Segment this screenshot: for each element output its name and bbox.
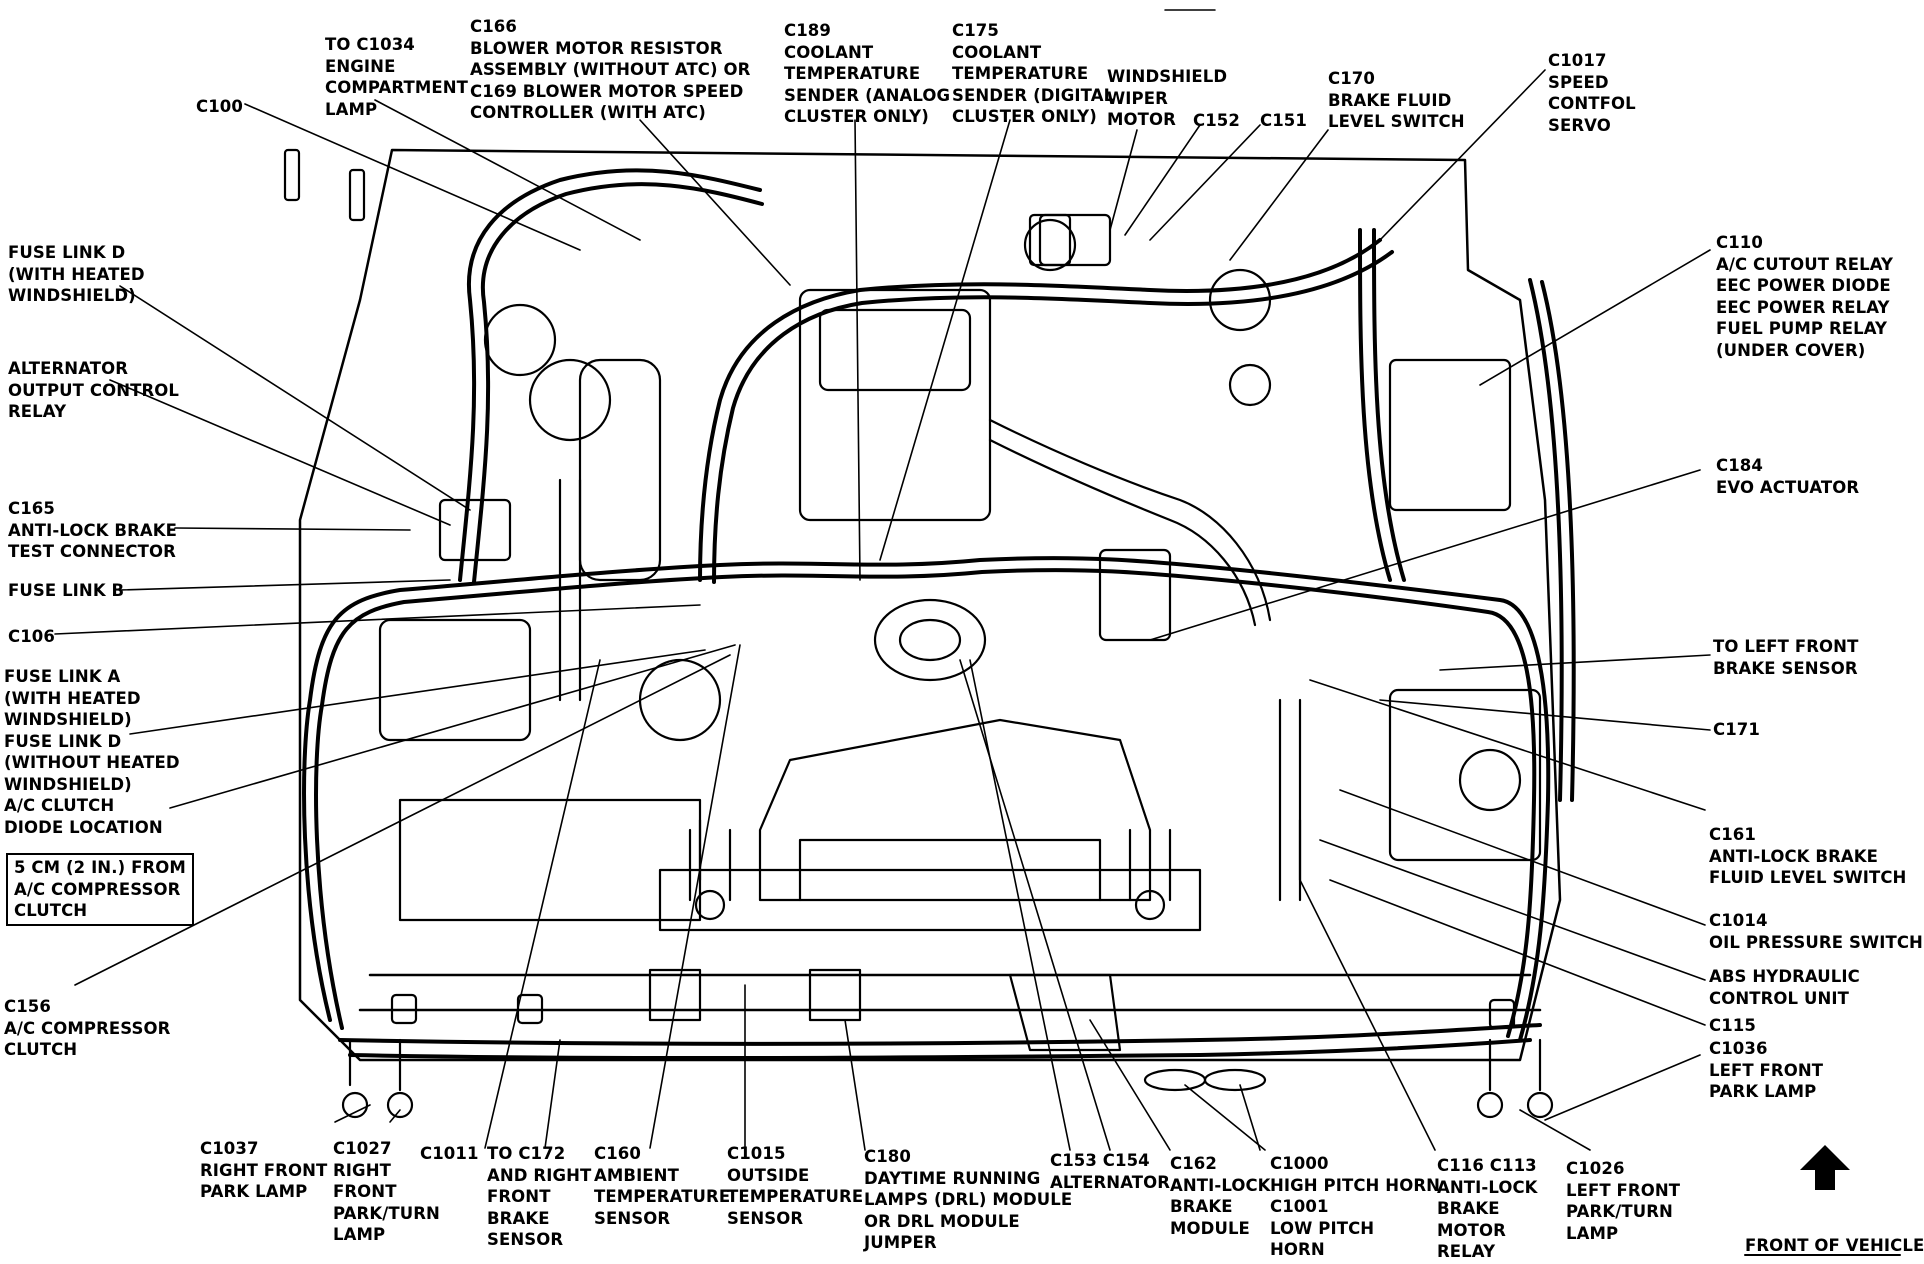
label-c1037: C1037 RIGHT FRONT PARK LAMP: [200, 1139, 328, 1201]
label-abs-hydraulic-control-unit: ABS HYDRAULIC CONTROL UNIT: [1709, 967, 1860, 1008]
label-c1026: C1026 LEFT FRONT PARK/TURN LAMP: [1566, 1159, 1681, 1243]
engine-components: [378, 213, 1542, 1092]
label-c1027: C1027 RIGHT FRONT PARK/TURN LAMP: [333, 1139, 440, 1244]
label-fuse-link-a: FUSE LINK A (WITH HEATED WINDSHIELD) FUS…: [4, 667, 180, 837]
label-c115: C115: [1709, 1016, 1756, 1035]
label-windshield-wiper-motor: WINDSHIELD WIPER MOTOR: [1107, 67, 1228, 129]
label-c170: C170 BRAKE FLUID LEVEL SWITCH: [1328, 69, 1465, 131]
label-c156: C156 A/C COMPRESSOR CLUTCH: [4, 997, 171, 1059]
label-c1000: C1000 HIGH PITCH HORN C1001 LOW PITCH HO…: [1270, 1154, 1441, 1259]
label-fuse-link-b: FUSE LINK B: [8, 581, 125, 600]
boxed-note: 5 CM (2 IN.) FROM A/C COMPRESSOR CLUTCH: [6, 853, 194, 926]
label-c1015: C1015 OUTSIDE TEMPERATURE SENSOR: [727, 1144, 864, 1228]
label-c161: C161 ANTI-LOCK BRAKE FLUID LEVEL SWITCH: [1709, 825, 1907, 887]
label-c1036: C1036 LEFT FRONT PARK LAMP: [1709, 1039, 1824, 1101]
label-c153-c154: C153 C154 ALTERNATOR: [1050, 1151, 1171, 1192]
label-c106: C106: [8, 627, 55, 646]
front-arrow-icon: [1800, 1145, 1850, 1190]
label-c110: C110 A/C CUTOUT RELAY EEC POWER DIODE EE…: [1716, 233, 1894, 360]
label-alternator-output-control-relay: ALTERNATOR OUTPUT CONTROL RELAY: [8, 359, 180, 421]
label-c116-c113: C116 C113 ANTI-LOCK BRAKE MOTOR RELAY: [1437, 1156, 1538, 1261]
label-to-c172: TO C172 AND RIGHT FRONT BRAKE SENSOR: [487, 1144, 592, 1249]
label-c180: C180 DAYTIME RUNNING LAMPS (DRL) MODULE …: [864, 1147, 1073, 1252]
label-c175: C175 COOLANT TEMPERATURE SENDER (DIGITAL…: [952, 21, 1115, 126]
label-c160: C160 AMBIENT TEMPERATURE SENSOR: [594, 1144, 731, 1228]
label-c100: C100: [196, 97, 243, 116]
main-wiring-harness: [302, 168, 1576, 1061]
label-c165: C165 ANTI-LOCK BRAKE TEST CONNECTOR: [8, 499, 178, 561]
label-c162: C162 ANTI-LOCK BRAKE MODULE: [1170, 1154, 1271, 1238]
label-front-of-vehicle: FRONT OF VEHICLE: [1745, 1236, 1924, 1255]
label-c1017: C1017 SPEED CONTFOL SERVO: [1548, 51, 1636, 135]
label-c166: C166 BLOWER MOTOR RESISTOR ASSEMBLY (WIT…: [470, 17, 751, 122]
label-left-front-brake-sensor: TO LEFT FRONT BRAKE SENSOR: [1713, 637, 1859, 678]
label-c1011: C1011: [420, 1144, 479, 1163]
label-c184: C184 EVO ACTUATOR: [1716, 456, 1860, 497]
label-c171: C171: [1713, 720, 1760, 739]
label-c189: C189 COOLANT TEMPERATURE SENDER (ANALOG …: [784, 21, 951, 126]
label-c152: C152: [1193, 111, 1240, 130]
label-c151: C151: [1260, 111, 1307, 130]
label-c1014: C1014 OIL PRESSURE SWITCH: [1709, 911, 1923, 952]
label-fuse-link-d-heated: FUSE LINK D (WITH HEATED WINDSHIELD): [8, 243, 145, 305]
engine-compartment-outline: [298, 148, 1562, 1062]
leader-lines: [54, 69, 1711, 1151]
label-c1034: TO C1034 ENGINE COMPARTMENT LAMP: [325, 35, 468, 119]
front-connectors: [283, 148, 1554, 1119]
